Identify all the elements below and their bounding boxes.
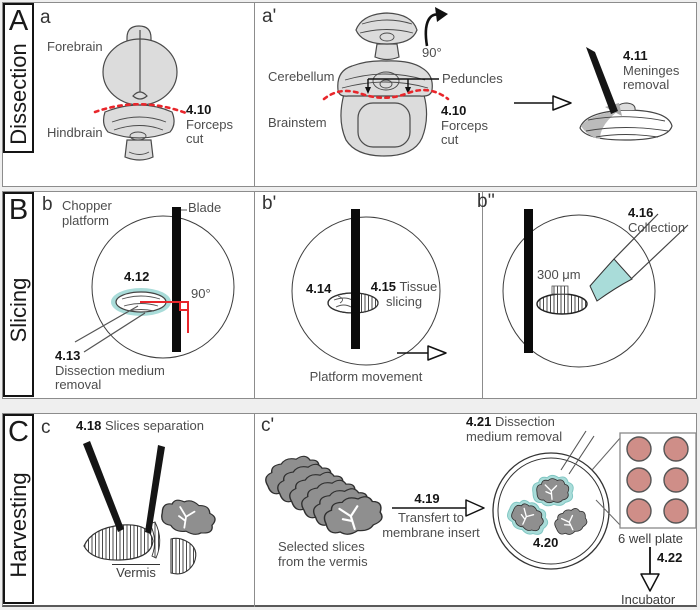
collection-pipette-icon	[589, 213, 689, 302]
meninges-removal-drawing	[579, 47, 673, 141]
well-icon	[663, 467, 689, 493]
blade-icon	[172, 207, 181, 352]
medium-removal-pipette-icon	[560, 430, 595, 475]
section-title-harvesting: Harvesting	[5, 472, 31, 578]
divider-b-b2	[254, 191, 255, 399]
chopper-platform-b2	[291, 209, 447, 366]
step-forceps-cut-a: 4.10 Forceps cut	[186, 102, 233, 147]
section-title-dissection: Dissection	[5, 42, 31, 145]
section-title-wrap: Dissection	[5, 36, 32, 151]
divider-a-a2	[254, 2, 255, 187]
rotation-angle-label: 90°	[422, 45, 442, 60]
step-tissue-slicing: 4.15 Tissue slicing	[370, 279, 438, 309]
cerebellum-label: Cerebellum	[268, 69, 335, 84]
step-transfer: 4.19	[414, 491, 440, 506]
membrane-insert-dish-drawing	[492, 430, 610, 570]
section-letter-c: C	[8, 416, 29, 448]
chopper-platform-label: Chopper platform	[62, 198, 112, 228]
well-icon	[626, 467, 652, 493]
divider-b2-b3	[482, 191, 483, 399]
incubator-arrow	[640, 547, 660, 592]
blade-icon	[351, 209, 360, 349]
well-plate-label: 6 well plate	[618, 531, 684, 546]
section-title-wrap: Harvesting	[5, 447, 32, 602]
panel-letter-b: b	[42, 194, 53, 215]
thickness-label: 300 μm	[537, 267, 581, 282]
rotation-arrow-icon	[424, 7, 448, 47]
forceps-cut-line-a2	[322, 88, 450, 101]
section-box-harvesting: C Harvesting	[3, 414, 34, 604]
brain-dorsal-drawing	[102, 25, 178, 161]
peduncles-pointer	[365, 78, 439, 94]
blade-label: Blade	[188, 200, 222, 215]
incubator-label: Incubator	[621, 592, 676, 607]
step-arrow-a2	[514, 95, 572, 111]
well-icon	[663, 498, 689, 524]
hindbrain-top-drawing	[355, 12, 418, 61]
section-box-dissection: A Dissection	[3, 3, 34, 153]
forceps-icon	[586, 47, 618, 114]
step-position: 4.14	[306, 281, 332, 296]
step-meninges-removal: 4.11 Meninges removal	[623, 48, 680, 93]
thickness-scale-mark	[551, 285, 569, 295]
step-incubator: 4.22	[657, 550, 683, 565]
panel-letter-a: a	[40, 7, 51, 28]
hemisphere-slice-drawing	[157, 494, 219, 540]
panel-letter-b2: b'	[262, 193, 277, 214]
panel-letter-a2: a'	[262, 6, 277, 27]
well-icon	[663, 436, 689, 462]
platform-movement-arrow	[397, 345, 447, 361]
step-collection: 4.16 Collection	[628, 205, 686, 235]
peduncles-label: Peduncles	[442, 71, 503, 86]
forceps-icon	[145, 445, 165, 534]
platform-movement-label: Platform movement	[309, 369, 423, 384]
angle-90-marker	[140, 301, 189, 333]
selected-slices-stack-drawing	[260, 449, 386, 540]
section-title-slicing: Slicing	[5, 277, 31, 343]
divider-c-c2	[254, 413, 255, 607]
vermis-label: Vermis	[112, 564, 160, 581]
angle-90-label: 90°	[191, 286, 211, 301]
blade-icon	[524, 209, 533, 353]
forceps-icon	[83, 441, 124, 532]
section-letter-a: A	[8, 5, 29, 37]
transfer-arrow	[392, 499, 485, 517]
forceps-cut-line-a	[93, 102, 188, 115]
cerebellum-brainstem-drawing	[337, 60, 433, 157]
vermis-slice-drawing	[83, 524, 154, 561]
hindbrain-label: Hindbrain	[47, 125, 103, 140]
chopper-platform-b	[74, 207, 235, 359]
step-slices-separation: 4.18 Slices separation	[76, 418, 204, 433]
selected-slices-label: Selected slices from the vermis	[278, 539, 368, 569]
panel-letter-c2: c'	[261, 415, 275, 436]
panel-letter-c: c	[41, 417, 51, 438]
panel-letter-b3: b''	[477, 191, 495, 212]
step-forceps-cut-a2: 4.10 Forceps cut	[441, 103, 488, 148]
chopper-platform-b3	[502, 209, 689, 368]
forebrain-label: Forebrain	[47, 39, 103, 54]
step-dissection-medium-removal-c: 4.21 Dissection medium removal	[466, 414, 563, 444]
section-box-slicing: B Slicing	[3, 192, 34, 397]
step-plating: 4.20	[533, 535, 559, 550]
well-icon	[626, 436, 652, 462]
step-dissection-medium-removal-b: 4.13 Dissection medium removal	[55, 348, 165, 393]
well-icon	[626, 498, 652, 524]
step-alignment: 4.12	[124, 269, 150, 284]
six-well-plate-drawing	[591, 432, 697, 529]
slices-separation-drawing	[83, 441, 219, 575]
section-title-wrap: Slicing	[5, 225, 32, 395]
brainstem-label: Brainstem	[268, 115, 327, 130]
half-slice-drawing	[170, 537, 197, 575]
transfer-label: Transfert to membrane insert	[382, 510, 480, 540]
pipette-icon	[74, 305, 146, 353]
section-letter-b: B	[8, 194, 29, 226]
